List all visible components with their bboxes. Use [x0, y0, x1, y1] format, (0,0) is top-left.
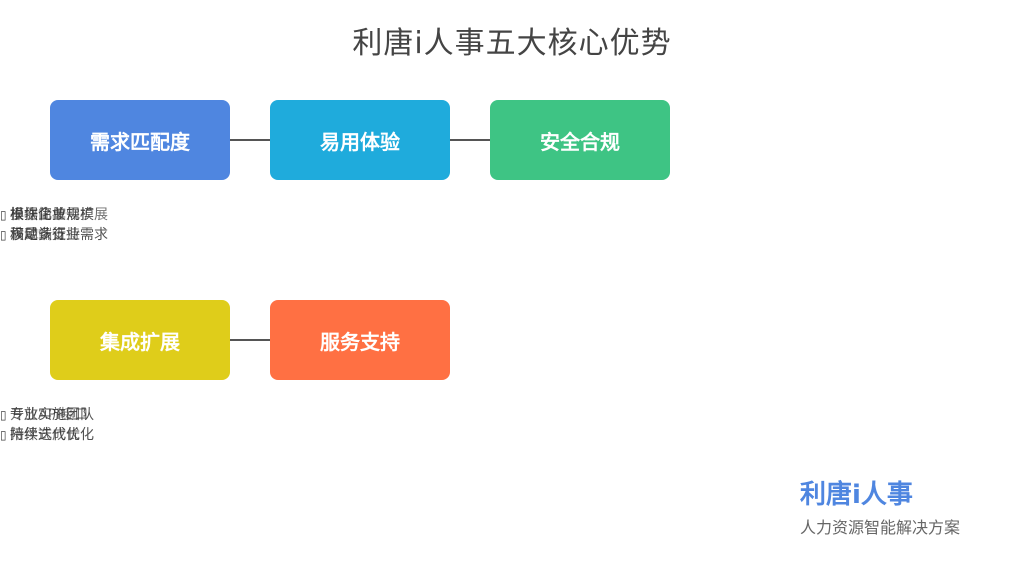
page-title: 利唐i人事五大核心优势 — [352, 26, 672, 61]
note-text: 根据企业规模 — [10, 207, 94, 223]
brand-name: 利唐i人事 — [800, 480, 913, 510]
card-label: 易用体验 — [320, 129, 400, 154]
connector-line — [230, 139, 270, 141]
bullet-icon: ▯ — [0, 428, 7, 442]
note-text: 开放API接口 — [10, 407, 89, 423]
notes-group-1: ▯ 根据企业规模 模块化按需扩展 操作简单 ▯ 满足多行业需求 移动端支持 权威… — [0, 205, 220, 245]
connector-line — [450, 139, 490, 141]
bullet-icon: ▯ — [0, 408, 7, 422]
card-requirement-fit: 需求匹配度 — [50, 100, 230, 180]
connector-line — [230, 339, 270, 341]
card-usability: 易用体验 — [270, 100, 450, 180]
card-security-compliance: 安全合规 — [490, 100, 670, 180]
note-text: 专业实施团队 — [10, 407, 94, 423]
notes-group-2: ▯ 专业实施团队 开放API接口 ▯ 持续迭代优化 陪伴式成长 — [0, 405, 220, 445]
brand-tagline: 人力资源智能解决方案 — [800, 518, 961, 537]
bullet-icon: ▯ — [0, 208, 7, 222]
note-line: ▯ 持续迭代优化 陪伴式成长 — [0, 425, 220, 445]
note-text: 满足多行业需求 — [10, 227, 108, 243]
card-label: 安全合规 — [540, 129, 620, 154]
card-label: 服务支持 — [320, 329, 400, 354]
bullet-icon: ▯ — [0, 228, 7, 242]
card-service-support: 服务支持 — [270, 300, 450, 380]
note-line: ▯ 根据企业规模 模块化按需扩展 操作简单 — [0, 205, 220, 225]
note-text: 模块化按需扩展 — [10, 207, 108, 223]
card-label: 需求匹配度 — [90, 129, 190, 154]
note-text: 移动端支持 — [10, 227, 80, 243]
note-line: ▯ 满足多行业需求 移动端支持 权威认证 — [0, 225, 220, 245]
note-text: 陪伴式成长 — [10, 427, 80, 443]
note-text: 权威认证 — [10, 227, 66, 243]
note-text: 持续迭代优化 — [10, 427, 94, 443]
card-label: 集成扩展 — [100, 329, 180, 354]
card-integration: 集成扩展 — [50, 300, 230, 380]
note-line: ▯ 专业实施团队 开放API接口 — [0, 405, 220, 425]
note-text: 操作简单 — [10, 207, 66, 223]
